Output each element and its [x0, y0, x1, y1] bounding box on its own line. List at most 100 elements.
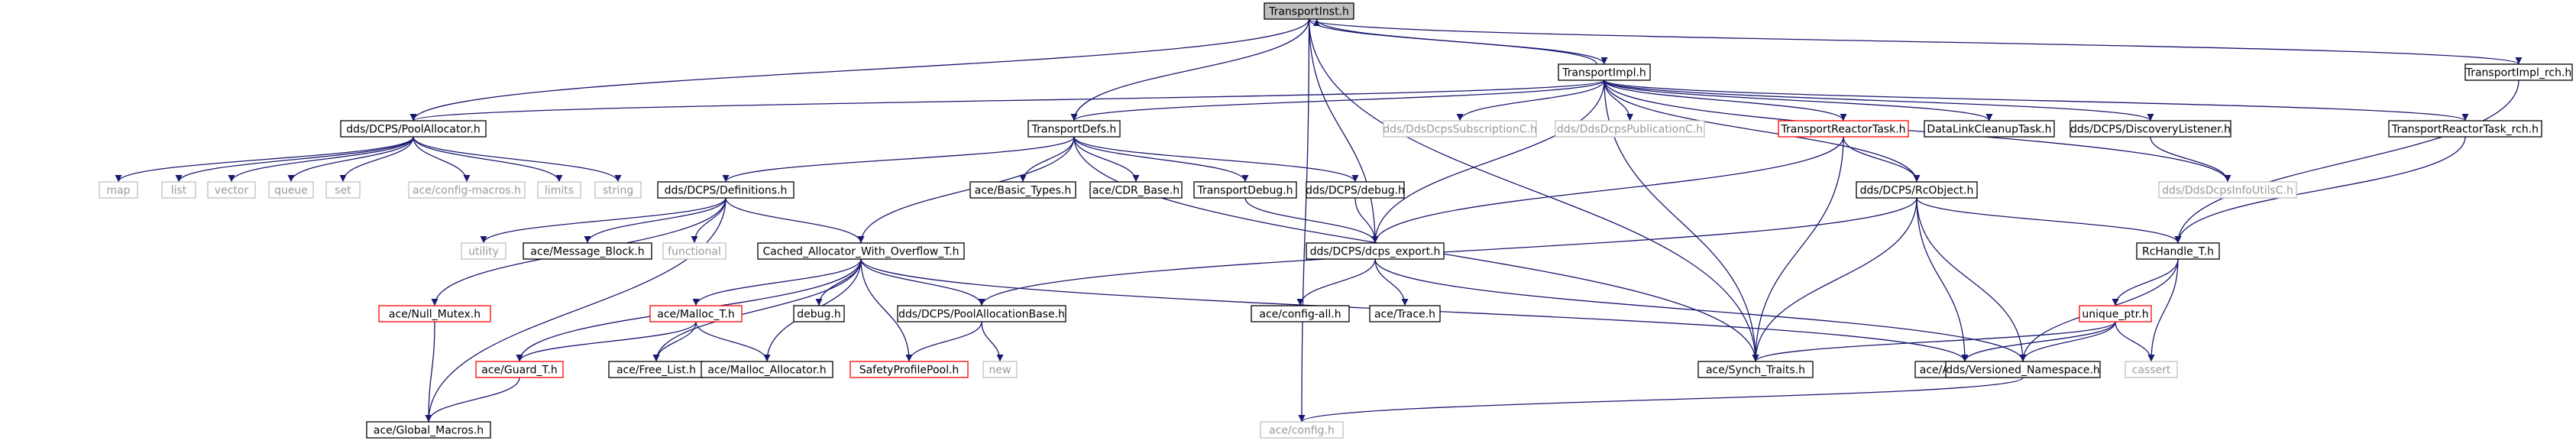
- node-pool-alloc-base[interactable]: dds/DCPS/PoolAllocationBase.h: [897, 305, 1066, 322]
- edge-dcps-export-to-trace: [1374, 258, 1409, 306]
- edge-transport-impl-rch-to-rc-handle: [2174, 79, 2519, 244]
- node-transport-inst[interactable]: TransportInst.h: [1264, 2, 1354, 20]
- node-null-mutex[interactable]: ace/Null_Mutex.h: [378, 305, 491, 322]
- edge-reactor-task-to-synch-traits: [1752, 136, 1844, 362]
- node-label: ace/Trace.h: [1374, 309, 1435, 321]
- edge-malloc-t-to-free-list: [652, 321, 697, 362]
- node-rc-handle[interactable]: RcHandle_T.h: [2136, 242, 2220, 260]
- edge-transport-impl-to-rc-object: [1604, 79, 1921, 183]
- node-label: ace/config-all.h: [1259, 309, 1341, 321]
- node-dcps-export[interactable]: dds/DCPS/dcps_export.h: [1306, 242, 1445, 260]
- node-box: [849, 361, 969, 378]
- node-subscription-c: dds/DdsDcpsSubscriptionC.h: [1383, 120, 1537, 138]
- node-trace[interactable]: ace/Trace.h: [1369, 305, 1441, 322]
- node-box: [1555, 120, 1705, 138]
- node-label: new: [989, 365, 1011, 377]
- edge-transport-impl-to-pool-allocator: [410, 79, 1605, 122]
- node-pool-allocator[interactable]: dds/DCPS/PoolAllocator.h: [340, 120, 487, 138]
- edge-transport-defs-to-cached-allocator: [857, 136, 1075, 244]
- node-box: [649, 305, 743, 322]
- edge-pool-alloc-base-to-safety-pool: [905, 321, 982, 362]
- node-guard-t[interactable]: ace/Guard_T.h: [475, 361, 564, 378]
- edge-transport-impl-to-subscription-c: [1456, 79, 1605, 122]
- node-transport-impl-rch[interactable]: TransportImpl_rch.h: [2464, 63, 2573, 81]
- node-malloc-t[interactable]: ace/Malloc_T.h: [649, 305, 743, 322]
- node-global-macros[interactable]: ace/Global_Macros.h: [366, 421, 491, 439]
- node-label: TransportReactorTask_rch.h: [2391, 124, 2539, 136]
- node-cached-allocator[interactable]: Cached_Allocator_With_Overflow_T.h: [757, 242, 965, 260]
- node-label: dds/DCPS/RcObject.h: [1860, 185, 1974, 197]
- node-box: [1306, 181, 1405, 199]
- node-label: vector: [215, 185, 249, 197]
- edge-definitions-to-cached-allocator: [725, 197, 865, 244]
- edge-transport-defs-to-definitions: [722, 136, 1075, 183]
- node-unique-ptr[interactable]: unique_ptr.h: [2079, 305, 2152, 322]
- node-label: ace/config-macros.h: [413, 185, 521, 197]
- node-debug-h[interactable]: debug.h: [793, 305, 845, 322]
- node-dcps-debug[interactable]: dds/DCPS/debug.h: [1306, 181, 1405, 199]
- edge-rc-handle-to-unique-ptr: [2112, 258, 2179, 306]
- edge-cached-allocator-to-free-list: [652, 258, 862, 362]
- node-box: [662, 242, 727, 260]
- edge-rc-object-to-atomic-op: [1916, 197, 1969, 362]
- node-label: limits: [545, 185, 574, 197]
- node-label: Cached_Allocator_With_Overflow_T.h: [763, 246, 960, 258]
- node-cdr-base[interactable]: ace/CDR_Base.h: [1089, 181, 1183, 199]
- node-functional: functional: [662, 242, 727, 260]
- node-set: set: [325, 181, 361, 199]
- node-label: DataLinkCleanupTask.h: [1927, 124, 2051, 136]
- node-basic-types[interactable]: ace/Basic_Types.h: [969, 181, 1076, 199]
- node-rc-object[interactable]: dds/DCPS/RcObject.h: [1856, 181, 1978, 199]
- node-label: ace/CDR_Base.h: [1092, 185, 1180, 197]
- node-transport-defs[interactable]: TransportDefs.h: [1027, 120, 1121, 138]
- node-datalink-cleanup[interactable]: DataLinkCleanupTask.h: [1924, 120, 2055, 138]
- edge-definitions-to-utility: [480, 197, 727, 244]
- node-definitions[interactable]: dds/DCPS/Definitions.h: [657, 181, 794, 199]
- node-label: cassert: [2132, 365, 2171, 377]
- node-label: dds/DCPS/Definitions.h: [665, 185, 788, 197]
- node-reactor-task[interactable]: TransportReactorTask.h: [1778, 120, 1909, 138]
- node-message-block[interactable]: ace/Message_Block.h: [523, 242, 652, 260]
- node-versioned-ns[interactable]: dds/Versioned_Namespace.h: [1945, 361, 2101, 378]
- node-malloc-allocator[interactable]: ace/Malloc_Allocator.h: [701, 361, 833, 378]
- edge-transport-defs-to-cdr-base: [1073, 136, 1140, 183]
- node-box: [1260, 421, 1344, 439]
- node-utility: utility: [461, 242, 506, 260]
- node-label: RcHandle_T.h: [2142, 246, 2214, 258]
- node-box: [793, 305, 845, 322]
- node-label: ace/config.h: [1269, 425, 1335, 437]
- node-transport-impl[interactable]: TransportImpl.h: [1558, 63, 1651, 81]
- node-label: TransportReactorTask.h: [1780, 124, 1905, 136]
- node-box: [897, 305, 1066, 322]
- edge-transport-impl-to-reactor-task-rch: [1604, 79, 2469, 122]
- node-transport-debug[interactable]: TransportDebug.h: [1193, 181, 1297, 199]
- node-safety-pool[interactable]: SafetyProfilePool.h: [849, 361, 969, 378]
- node-label: dds/DCPS/dcps_export.h: [1310, 246, 1441, 258]
- node-label: ace/Null_Mutex.h: [389, 309, 481, 321]
- node-reactor-task-rch[interactable]: TransportReactorTask_rch.h: [2388, 120, 2542, 138]
- node-box: [1924, 120, 2055, 138]
- edge-cached-allocator-to-malloc-t: [692, 258, 862, 306]
- node-discovery-listener[interactable]: dds/DCPS/DiscoveryListener.h: [2070, 120, 2231, 138]
- node-box: [268, 181, 314, 199]
- edge-pool-allocator-to-queue: [287, 136, 414, 183]
- node-label: string: [603, 185, 633, 197]
- edge-rc-object-to-versioned-ns: [1916, 197, 2027, 362]
- edge-pool-allocator-to-list: [175, 136, 414, 183]
- node-label: debug.h: [797, 309, 840, 321]
- node-box: [1558, 63, 1651, 81]
- node-free-list[interactable]: ace/Free_List.h: [608, 361, 704, 378]
- node-config-all[interactable]: ace/config-all.h: [1251, 305, 1350, 322]
- node-box: [161, 181, 196, 199]
- node-label: queue: [274, 185, 308, 197]
- node-label: ace/Malloc_T.h: [657, 309, 735, 321]
- node-label: TransportInst.h: [1268, 6, 1349, 18]
- edge-transport-impl-to-datalink-cleanup: [1604, 79, 1993, 122]
- edge-unique-ptr-to-cassert: [2115, 321, 2155, 362]
- edge-pool-allocator-to-config-macros: [413, 136, 471, 183]
- node-synch-traits[interactable]: ace/Synch_Traits.h: [1697, 361, 1814, 378]
- node-label: dds/DdsDcpsPublicationC.h: [1557, 124, 1703, 136]
- edge-dcps-export-to-config-all: [1296, 258, 1376, 306]
- node-label: list: [171, 185, 187, 197]
- node-label: ace/Message_Block.h: [530, 246, 644, 258]
